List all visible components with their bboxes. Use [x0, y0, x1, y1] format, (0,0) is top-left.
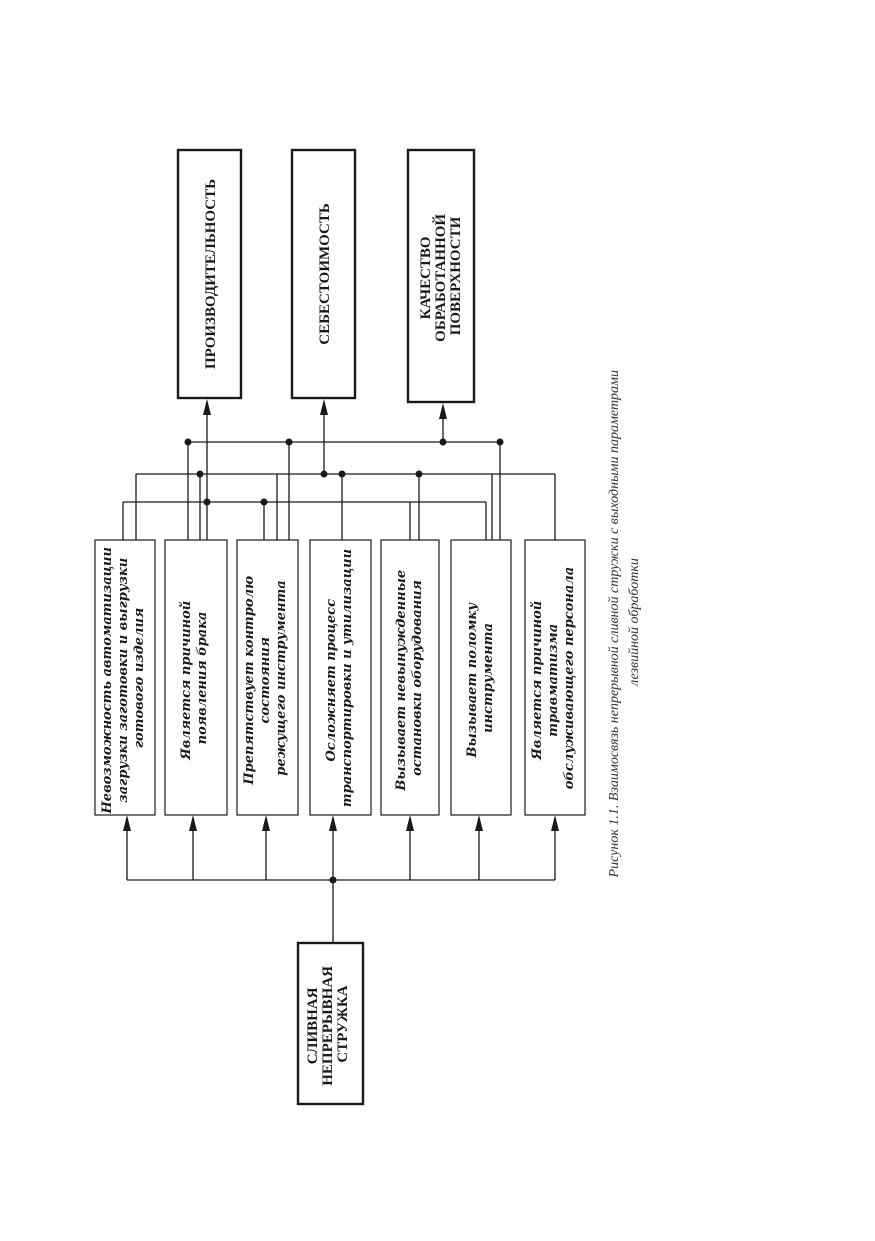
arrowhead	[475, 815, 483, 831]
cause-box-stoppages	[380, 539, 440, 816]
junction-dot	[329, 876, 337, 884]
cause-line: Является причиной	[530, 601, 545, 761]
cause-line: Препятствует контролю	[242, 576, 257, 786]
output-box-cost	[290, 148, 357, 400]
cause-box-tool-breakage	[450, 539, 512, 816]
source-box	[296, 941, 365, 1106]
cause-line: Вызывает невынужденные	[394, 570, 409, 792]
output-line: КАЧЕСТВО	[418, 236, 434, 319]
output-boxes	[176, 148, 476, 404]
output-line: ОБРАБОТАННОЙ	[432, 214, 449, 342]
source-label: СЛИВНАЯ НЕПРЕРЫВНАЯ СТРУЖКА	[305, 962, 351, 1086]
source-line: СТРУЖКА	[335, 985, 351, 1062]
junction-dot	[320, 470, 328, 478]
output-box-quality	[406, 148, 476, 404]
cause-label-transport: Осложняет процесс транспортировки и утил…	[324, 549, 355, 807]
cause-box-defects	[164, 539, 228, 816]
junction-dot	[203, 498, 211, 506]
arrowhead	[439, 403, 447, 419]
cause-line: появления брака	[195, 612, 210, 745]
arrowhead	[329, 815, 337, 831]
junction-dot	[439, 438, 447, 446]
output-box-productivity	[176, 148, 243, 400]
cause-label-tool-breakage: Вызывает поломку инструмента	[465, 598, 496, 758]
cause-label-stoppages: Вызывает невынужденные остановки оборудо…	[394, 565, 425, 791]
cause-box-automation	[94, 539, 156, 816]
cause-label-automation: Невозможность автоматизации загрузки заг…	[100, 543, 147, 815]
arrowhead	[189, 815, 197, 831]
junction-dot	[338, 470, 346, 478]
caption-line: лезвийной обработки	[627, 558, 642, 687]
cause-line: загрузки заготовки и выгрузки	[116, 558, 131, 803]
cause-label-injury: Является причиной травматизма обслуживаю…	[530, 567, 577, 789]
cause-label-tool-control: Препятствует контролю состояния режущего…	[242, 571, 289, 785]
cause-label-defects: Является причиной появления брака	[179, 596, 210, 761]
cause-line: состояния	[258, 637, 273, 724]
output-line: ПРОИЗВОДИТЕЛЬНОСТЬ	[203, 179, 219, 369]
cause-line: инструмента	[481, 623, 496, 733]
arrowhead	[406, 815, 414, 831]
arrowhead	[123, 815, 131, 831]
cause-line: Вызывает поломку	[465, 602, 480, 759]
arrowhead	[320, 399, 328, 415]
output-label-quality: КАЧЕСТВО ОБРАБОТАННОЙ ПОВЕРХНОСТИ	[418, 210, 464, 342]
cause-line: транспортировки и утилизации	[340, 549, 355, 807]
output-line: СЕБЕСТОИМОСТЬ	[317, 203, 333, 345]
junction-dot	[196, 470, 204, 478]
figure-caption: Рисунок 1.1. Взаимосвязь непрерывной сли…	[607, 367, 642, 879]
cause-line: обслуживающего персонала	[562, 567, 577, 789]
arrowheads	[123, 399, 559, 831]
cause-boxes	[94, 539, 586, 816]
output-label-cost: СЕБЕСТОИМОСТЬ	[317, 203, 333, 345]
junction-dot	[496, 438, 504, 446]
output-line: ПОВЕРХНОСТИ	[448, 216, 464, 335]
source-line: СЛИВНАЯ	[305, 987, 321, 1064]
cause-line: Осложняет процесс	[324, 599, 339, 762]
cause-box-tool-control	[236, 539, 299, 816]
junction-dots	[184, 438, 504, 884]
output-label-productivity: ПРОИЗВОДИТЕЛЬНОСТЬ	[203, 179, 219, 369]
junction-dot	[415, 470, 423, 478]
connector-lines	[122, 412, 556, 943]
source-line: НЕПРЕРЫВНАЯ	[320, 966, 336, 1086]
cause-line: Невозможность автоматизации	[100, 547, 115, 814]
cause-line: травматизма	[546, 624, 561, 737]
cause-box-transport	[309, 539, 372, 816]
cause-line: режущего инструмента	[274, 580, 289, 775]
arrowhead	[203, 399, 211, 415]
arrowhead	[262, 815, 270, 831]
cause-line: Является причиной	[179, 601, 194, 761]
cause-box-injury	[524, 539, 586, 816]
arrowhead	[551, 815, 559, 831]
caption-line: Рисунок 1.1. Взаимосвязь непрерывной сли…	[607, 370, 622, 878]
cause-line: готового изделия	[132, 608, 147, 749]
junction-dot	[260, 498, 268, 506]
junction-dot	[285, 438, 293, 446]
junction-dot	[184, 438, 192, 446]
cause-line: остановки оборудования	[410, 580, 425, 776]
